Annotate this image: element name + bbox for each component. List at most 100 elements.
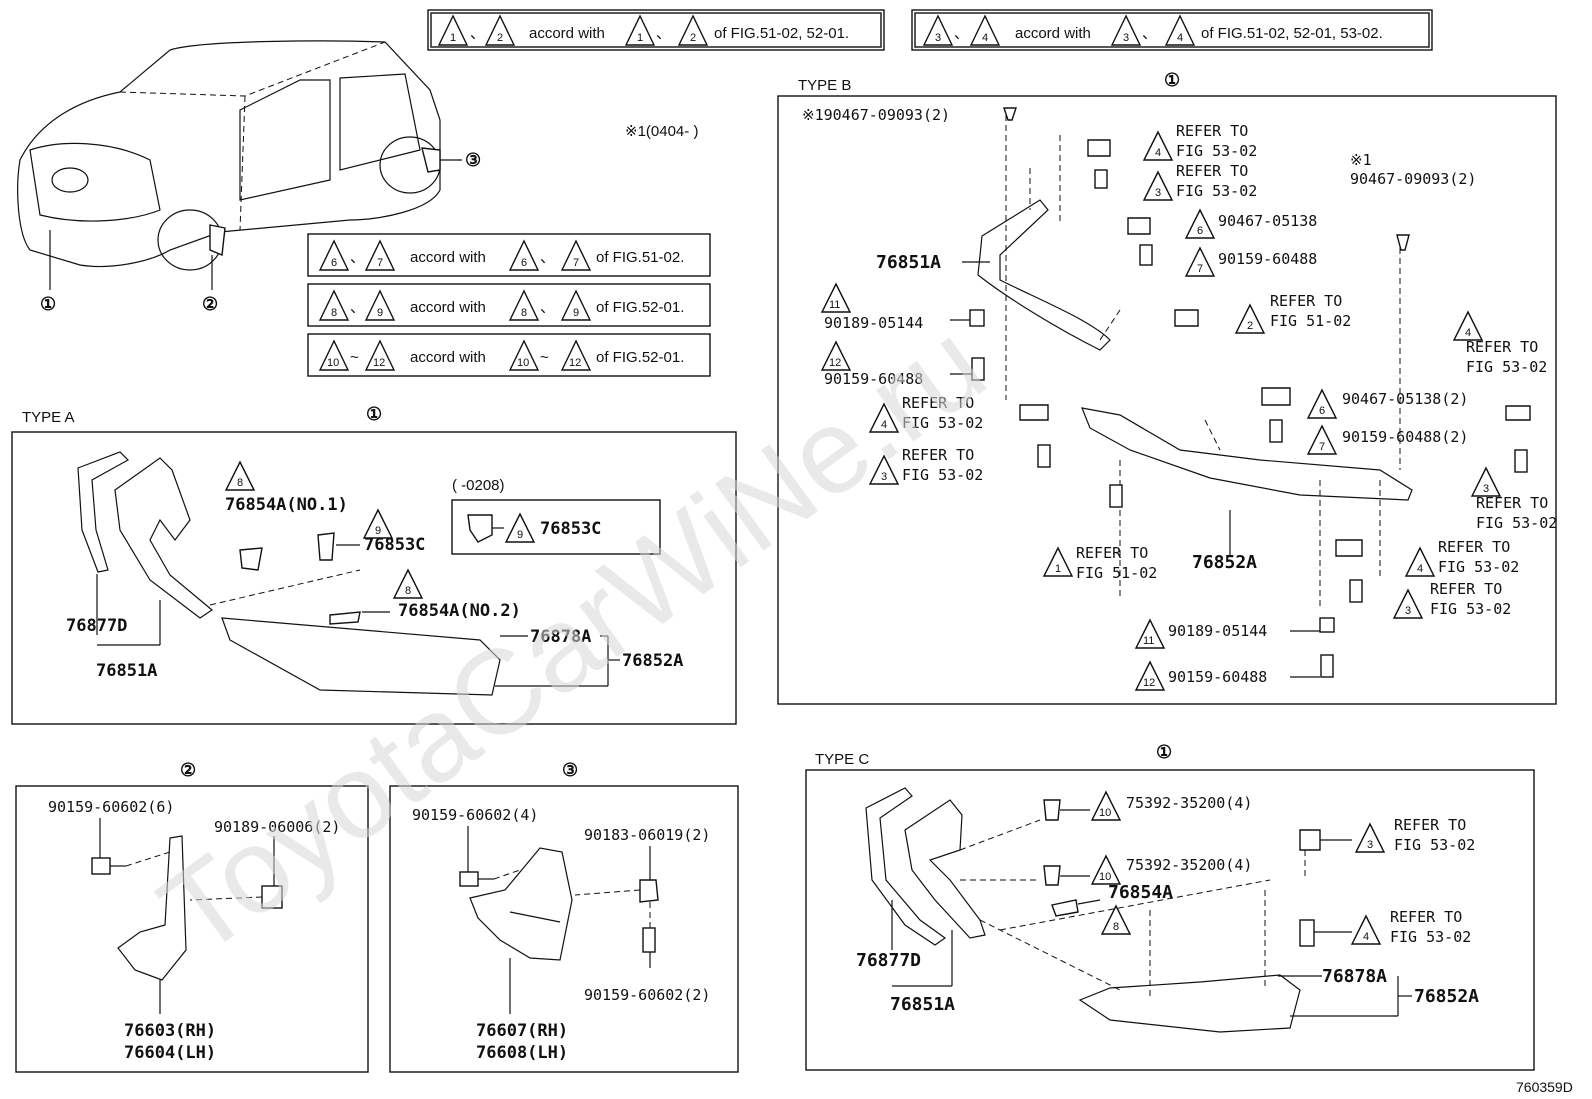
watermark: ToyotaCarWiNe.ru (137, 296, 1009, 981)
svg-text:of FIG.51-02.: of FIG.51-02. (596, 249, 684, 266)
svg-text:3: 3 (1483, 483, 1489, 495)
svg-text:1: 1 (450, 32, 456, 44)
svg-text:FIG 53-02: FIG 53-02 (902, 414, 983, 432)
part-90159-60488: 90159-60488 (1218, 250, 1317, 268)
figure-id: 760359D (1516, 1079, 1573, 1095)
part-76851A: 76851A (96, 661, 157, 681)
svg-text:REFER TO: REFER TO (902, 394, 974, 412)
bolt-icon (1269, 419, 1283, 443)
svg-text:FIG 51-02: FIG 51-02 (1270, 312, 1351, 330)
triangle-icon: 9 (504, 512, 536, 543)
triangle-icon: 7 (364, 239, 396, 271)
svg-text:11: 11 (829, 299, 840, 311)
svg-text:REFER TO: REFER TO (1394, 816, 1466, 834)
part-75392-35200-2: 75392-35200(4) (1126, 856, 1252, 874)
part-76852A-c: 76852A (1414, 986, 1479, 1007)
svg-text:8: 8 (237, 477, 243, 489)
clip-icon (1087, 139, 1111, 157)
car-overview: ① ② ③ (17, 40, 481, 315)
part-76603-rh: 76603(RH) (124, 1021, 216, 1041)
note-text: accord with (529, 25, 605, 42)
triangle-icon: 8 (392, 568, 424, 599)
type-b-title: TYPE B (798, 77, 851, 94)
triangle-icon: 12 (1134, 660, 1166, 691)
bolt-icon (1109, 484, 1123, 508)
svg-text:、: 、 (954, 25, 969, 42)
svg-text:4: 4 (1155, 147, 1161, 159)
part-76608-lh: 76608(LH) (476, 1043, 568, 1063)
part-76607-rh: 76607(RH) (476, 1021, 568, 1041)
triangle-icon: 10 (1090, 790, 1122, 821)
clip-icon (1019, 404, 1049, 421)
svg-text:7: 7 (573, 257, 579, 269)
svg-text:8: 8 (1113, 921, 1119, 933)
svg-text:REFER TO: REFER TO (1076, 544, 1148, 562)
svg-text:REFER TO: REFER TO (1476, 494, 1548, 512)
date-note: ※1(0404- ) (625, 123, 698, 140)
svg-text:9: 9 (375, 525, 381, 537)
triangle-icon: 6 (318, 239, 350, 271)
type-a-title: TYPE A (22, 409, 75, 426)
svg-text:6: 6 (331, 257, 337, 269)
triangle-icon: 3 (1354, 822, 1386, 853)
svg-text:8: 8 (521, 307, 527, 319)
part-76852A-b: 76852A (1192, 552, 1257, 573)
triangle-icon: 3 (1142, 170, 1174, 201)
inset-date: ( -0208) (452, 477, 505, 494)
part-76877D: 76877D (66, 616, 127, 636)
svg-text:FIG 53-02: FIG 53-02 (1390, 928, 1471, 946)
triangle-icon: 6 (1306, 388, 1338, 419)
svg-text:REFER TO: REFER TO (1390, 908, 1462, 926)
triangle-icon: 8 (1100, 904, 1132, 935)
svg-text:、: 、 (1142, 25, 1157, 42)
part-90467-05138-2: 90467-05138(2) (1342, 390, 1468, 408)
inset-frame (451, 499, 661, 555)
triangle-icon: 3 (922, 14, 954, 46)
svg-text:9: 9 (517, 529, 523, 541)
svg-text:6: 6 (1197, 225, 1203, 237)
clip-icon (1299, 829, 1321, 851)
svg-text:2: 2 (1247, 320, 1253, 332)
triangle-icon: 12 (560, 339, 592, 371)
callout-3: ③ (465, 150, 481, 171)
svg-text:of FIG.52-01.: of FIG.52-01. (596, 349, 684, 366)
bolt-icon (1319, 617, 1335, 633)
svg-text:9: 9 (573, 307, 579, 319)
bolt-icon (1094, 169, 1108, 189)
part-76854A-no2: 76854A(NO.2) (398, 601, 521, 621)
inset-part-76853C: 76853C (540, 519, 601, 539)
triangle-icon: 11 (820, 282, 852, 313)
svg-text:REFER TO: REFER TO (1438, 538, 1510, 556)
part-90159-60602-6: 90159-60602(6) (48, 798, 174, 816)
clip-icon (1335, 539, 1363, 557)
svg-text:4: 4 (982, 32, 988, 44)
svg-text:、: 、 (350, 299, 365, 316)
part-90467-09093-right: 90467-09093(2) (1350, 170, 1476, 188)
note-box-4: 8 、 9 accord with 8 、 9 of FIG.52-01. (307, 283, 711, 327)
triangle-icon: 3 (868, 454, 900, 485)
part-90159-60488-b: 90159-60488 (824, 370, 923, 388)
type-c-frame (805, 769, 1535, 1071)
triangle-icon: 11 (1134, 618, 1166, 649)
type-c-title: TYPE C (815, 751, 869, 768)
bolt-icon (1299, 919, 1315, 947)
clip-icon (1003, 107, 1017, 121)
bolt-icon (1514, 449, 1528, 473)
bolt-icon (642, 927, 656, 953)
svg-text:REFER TO: REFER TO (1176, 122, 1248, 140)
svg-text:REFER TO: REFER TO (1176, 162, 1248, 180)
triangle-icon: 4 (1404, 546, 1436, 577)
part-90467-05138: 90467-05138 (1218, 212, 1317, 230)
part-76852A: 76852A (622, 651, 683, 671)
triangle-icon: 10 (1090, 854, 1122, 885)
part-75392-35200-1: 75392-35200(4) (1126, 794, 1252, 812)
svg-text:4: 4 (1417, 563, 1423, 575)
triangle-icon: 8 (508, 289, 540, 321)
svg-text:9: 9 (377, 307, 383, 319)
panel3-callout: ③ (562, 760, 578, 781)
bolt-icon (971, 357, 985, 381)
triangle-icon: 9 (364, 289, 396, 321)
part-76851A-c: 76851A (890, 994, 955, 1015)
bolt-icon (459, 871, 494, 887)
triangle-icon: 4 (1164, 14, 1196, 46)
